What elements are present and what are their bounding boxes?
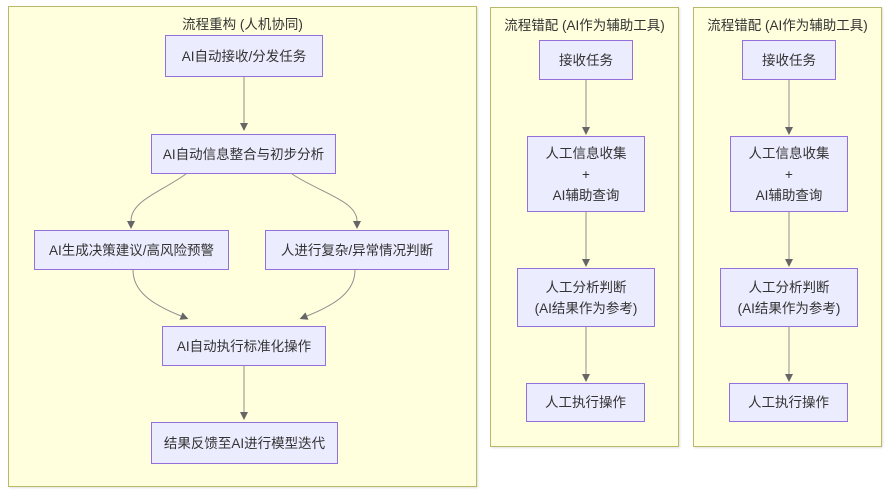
flow-node-receive-task: 接收任务 [742, 40, 836, 80]
node-label: 人工执行操作 [545, 395, 626, 410]
node-label: 结果反馈至AI进行模型迭代 [163, 435, 326, 451]
edge-arrow [299, 269, 356, 320]
flow-node-manual-analysis: 人工分析判断 (AI结果作为参考) [720, 268, 858, 327]
node-label: 接收任务 [559, 52, 613, 68]
panel-process-restructure: 流程重构 (人机协同) AI自动接收/分发任务 AI自动信息整合与初步分析 AI… [8, 6, 477, 487]
node-label: AI自动信息整合与初步分析 [162, 146, 325, 162]
node-label-line: 人工信息收集 [545, 145, 627, 161]
node-label: AI自动接收/分发任务 [181, 48, 307, 64]
node-label-line: (AI结果作为参考) [737, 300, 841, 316]
edge-arrow [127, 173, 187, 229]
node-label: 人工执行操作 [748, 395, 829, 410]
node-label-line: 人工信息收集 [748, 145, 830, 161]
flow-node-ai-receive-dispatch: AI自动接收/分发任务 [165, 35, 323, 77]
node-label-line: + [785, 166, 793, 182]
flow-node-feedback-iteration: 结果反馈至AI进行模型迭代 [151, 422, 338, 464]
flow-node-manual-execute: 人工执行操作 [729, 383, 848, 422]
node-label-line: AI辅助查询 [755, 187, 823, 203]
node-label: AI生成决策建议/高风险预警 [48, 242, 214, 258]
node-label: 接收任务 [762, 52, 816, 68]
node-label-line: AI辅助查询 [552, 187, 620, 203]
node-label-line: 人工分析判断 [748, 279, 830, 295]
flow-node-manual-execute: 人工执行操作 [526, 383, 645, 422]
flow-node-manual-analysis: 人工分析判断 (AI结果作为参考) [517, 268, 655, 327]
node-label: AI自动执行标准化操作 [176, 338, 312, 354]
edge-arrow [291, 173, 361, 229]
flow-node-ai-standard-ops: AI自动执行标准化操作 [162, 326, 326, 366]
panel-process-mismatch-2: 流程错配 (AI作为辅助工具) 接收任务 人工信息收集 + AI辅助查询 人工分… [693, 7, 882, 447]
panel-title: 流程重构 (人机协同) [182, 17, 303, 32]
flow-node-ai-decision-warning: AI生成决策建议/高风险预警 [34, 230, 229, 270]
edge-arrow [132, 269, 189, 320]
flow-node-human-complex-judge: 人进行复杂/异常情况判断 [265, 230, 449, 270]
flow-node-ai-info-analysis: AI自动信息整合与初步分析 [151, 134, 336, 174]
panel-title: 流程错配 (AI作为辅助工具) [707, 18, 868, 33]
node-label-line: 人工分析判断 [545, 279, 627, 295]
node-label-line: + [582, 166, 590, 182]
node-label-line: (AI结果作为参考) [534, 300, 638, 316]
panel-process-mismatch-1: 流程错配 (AI作为辅助工具) 接收任务 人工信息收集 + AI辅助查询 人工分… [490, 7, 679, 447]
flow-node-manual-collect-ai-query: 人工信息收集 + AI辅助查询 [730, 136, 848, 212]
node-label: 人进行复杂/异常情况判断 [280, 242, 434, 258]
panel-title: 流程错配 (AI作为辅助工具) [504, 18, 665, 33]
flow-node-manual-collect-ai-query: 人工信息收集 + AI辅助查询 [527, 136, 645, 212]
flow-node-receive-task: 接收任务 [539, 40, 633, 80]
